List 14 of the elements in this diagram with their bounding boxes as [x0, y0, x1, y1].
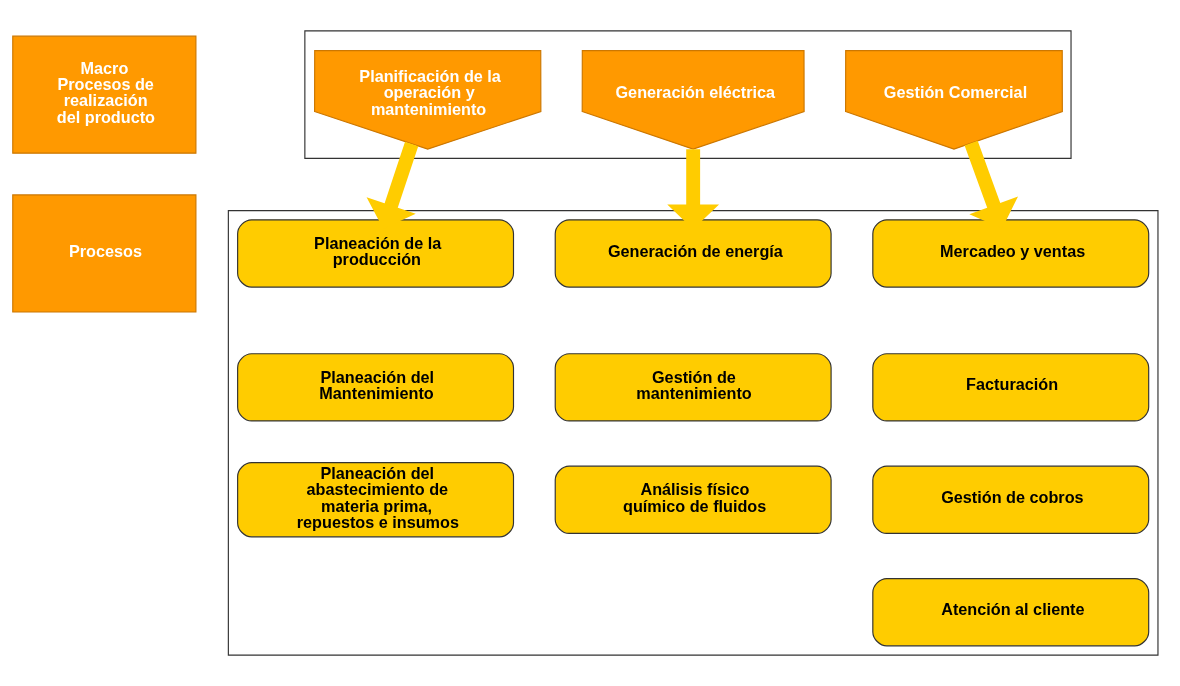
node-box: Planeación de la producción — [237, 219, 515, 288]
node-box: Procesos — [12, 194, 197, 313]
node-box: Planeación del Mantenimiento — [237, 353, 515, 422]
cluster — [304, 30, 1072, 159]
cluster — [227, 210, 1159, 656]
node-box: Análisis físico químico de fluidos — [554, 465, 832, 534]
node-box: Gestión de cobros — [872, 465, 1150, 534]
node-box: Facturación — [872, 353, 1150, 422]
node-box: Gestión de mantenimiento — [554, 353, 832, 422]
node-box: Planeación del abastecimiento de materia prima, repuestos e insumos — [237, 462, 515, 538]
node-box: Mercadeo y ventas — [872, 219, 1150, 288]
node-box: Generación de energía — [554, 219, 832, 288]
node-box: Atención al cliente — [872, 578, 1150, 647]
node-box: Macro Procesos de realización del producto — [12, 35, 197, 154]
